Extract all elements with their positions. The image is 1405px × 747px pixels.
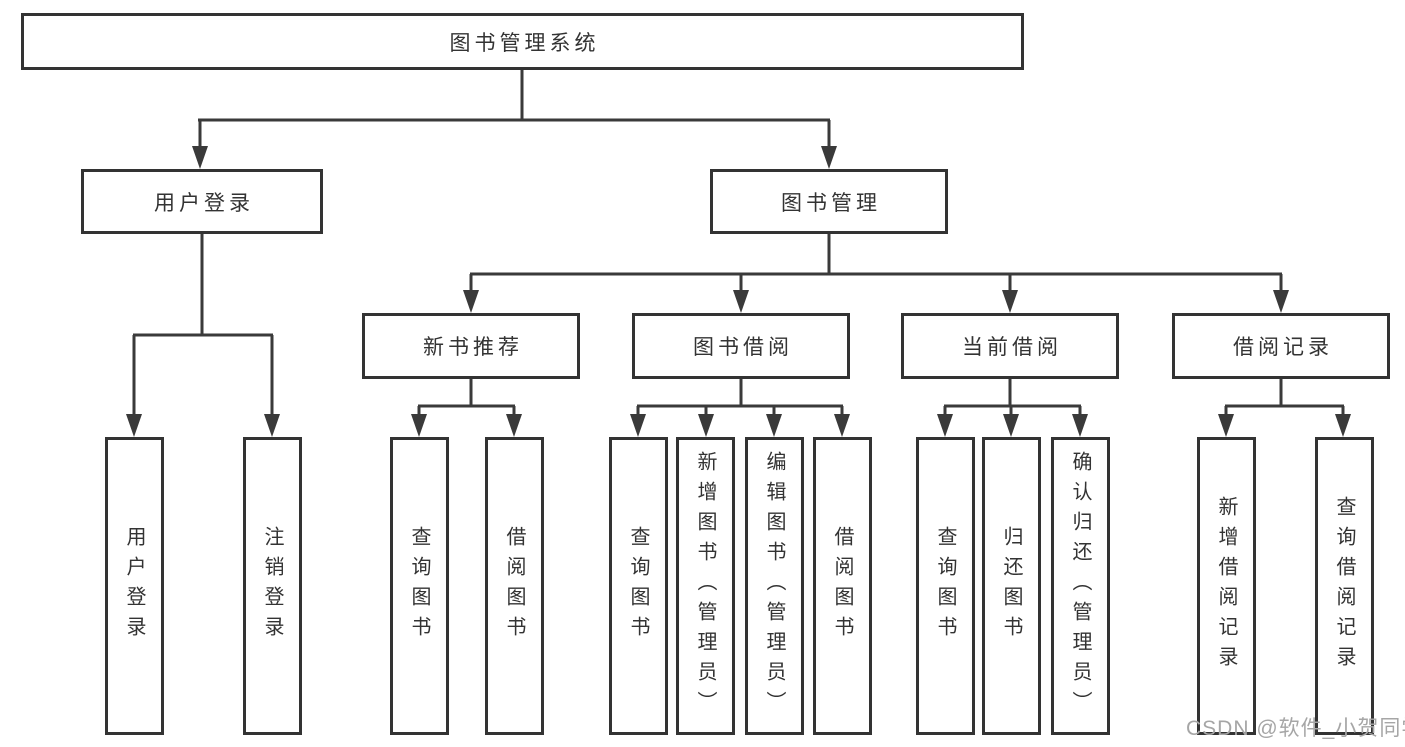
leaf-query-books-recommend: 查询图书 (390, 437, 449, 735)
node-root: 图书管理系统 (21, 13, 1024, 70)
node-current-borrow: 当前借阅 (901, 313, 1119, 379)
leaf-add-book-admin: 新增图书（管理员） (676, 437, 735, 735)
leaf-confirm-return-admin: 确认归还（管理员） (1051, 437, 1110, 735)
leaf-user-login: 用户登录 (105, 437, 164, 735)
leaf-borrow-books: 借阅图书 (813, 437, 872, 735)
node-book-management: 图书管理 (710, 169, 948, 234)
leaf-add-borrow-record: 新增借阅记录 (1197, 437, 1256, 735)
leaf-query-books-current: 查询图书 (916, 437, 975, 735)
leaf-borrow-books-recommend: 借阅图书 (485, 437, 544, 735)
node-user-login: 用户登录 (81, 169, 323, 234)
leaf-return-book: 归还图书 (982, 437, 1041, 735)
node-book-borrow: 图书借阅 (632, 313, 850, 379)
leaf-query-borrow-record: 查询借阅记录 (1315, 437, 1374, 735)
watermark: CSDN @软件_小贺同学 (1186, 717, 1405, 740)
leaf-logout: 注销登录 (243, 437, 302, 735)
leaf-query-books-borrow: 查询图书 (609, 437, 668, 735)
node-new-book-recommend: 新书推荐 (362, 313, 580, 379)
node-borrow-records: 借阅记录 (1172, 313, 1390, 379)
leaf-edit-book-admin: 编辑图书（管理员） (745, 437, 804, 735)
